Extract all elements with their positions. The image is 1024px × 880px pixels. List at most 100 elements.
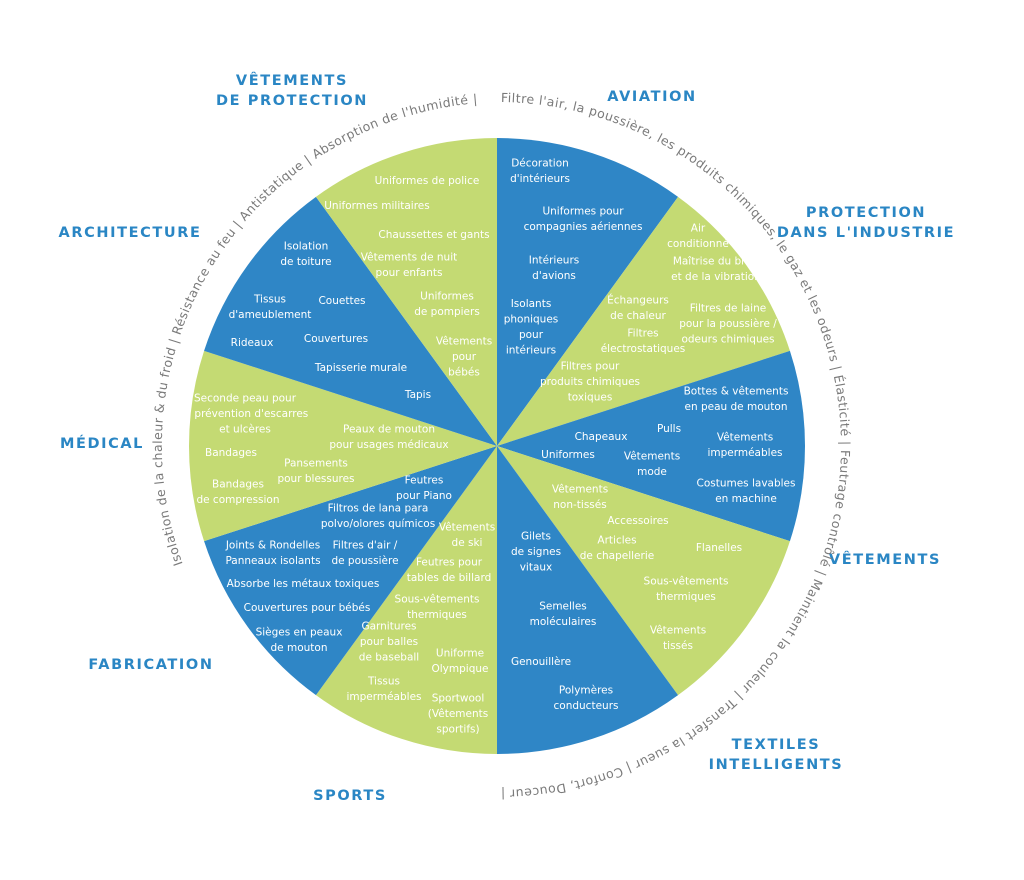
wedge-item-line: Olympique: [432, 663, 489, 675]
wedge-item-label: Uniformes de police: [375, 175, 480, 187]
wedge-textiles-intelligents-4: [497, 446, 679, 754]
wedge-item-line: mode: [637, 466, 667, 478]
wedge-item-line: vitaux: [520, 562, 553, 574]
wedge-item-label: Tapisserie murale: [314, 362, 407, 374]
wedge-item-label: Couettes: [318, 295, 365, 307]
wedge-item-label: Absorbe les métaux toxiques: [227, 578, 380, 590]
wedge-item-line: Air: [691, 222, 706, 234]
category-label-protection-dans-l-industrie: PROTECTION DANS L'INDUSTRIE: [776, 205, 956, 241]
wedge-item-label: Genouillère: [511, 656, 571, 668]
wedge-vetements-2: [497, 350, 806, 542]
wedge-item-line: Uniformes de police: [375, 175, 480, 187]
wedge-item-line: polvo/olores químicos: [321, 518, 435, 530]
wedge-item-line: Absorbe les métaux toxiques: [227, 578, 380, 590]
wedge-item-line: thermiques: [407, 609, 467, 621]
wedge-item-line: Vêtements: [552, 483, 608, 495]
wedge-item-line: de pompiers: [414, 306, 480, 318]
wedge-item-line: Décoration: [511, 157, 569, 169]
wedge-item-label: Bandages: [205, 447, 257, 459]
wedge-item-line: Joints & Rondelles: [225, 539, 320, 551]
wedge-vetements-3: [497, 446, 790, 696]
wedge-vetements-de-protection-9: [315, 138, 497, 446]
wedge-item-line: phoniques: [504, 313, 559, 325]
wedge-item-line: Panneaux isolants: [225, 555, 320, 567]
wedge-item-line: Feutres pour: [416, 556, 483, 568]
wedge-item-line: pour la poussière /: [679, 318, 777, 330]
category-label-vetements: VÊTEMENTS: [828, 552, 942, 568]
wedge-item-line: Vêtements: [717, 431, 773, 443]
wedge-item-line: moléculaires: [530, 616, 597, 628]
wedge-item-line: de chaleur: [610, 310, 666, 322]
wedge-item-line: compagnies aériennes: [524, 221, 643, 233]
wedge-item-label: Tapis: [404, 389, 431, 401]
wedge-item-line: Bottes & vêtements: [684, 385, 789, 397]
wedge-item-line: (Vêtements: [428, 708, 488, 720]
wedge-item-label: Uniformes pour compagnies aériennes: [524, 205, 643, 233]
wedge-item-line: Isolants: [511, 298, 552, 310]
wedge-item-label: Maîtrise du bruit et de la vibration: [671, 255, 761, 283]
wedge-item-line: intérieurs: [506, 344, 556, 356]
wedge-item-line: Filtres: [627, 327, 658, 339]
wedge-item-line: et ulcères: [219, 424, 271, 436]
wedge-item-line: Accessoires: [607, 515, 668, 527]
wedge-item-line: Chaussettes et gants: [378, 229, 489, 241]
wedge-item-line: Pulls: [657, 423, 681, 435]
wedge-item-label: Flanelles: [696, 542, 742, 554]
wedge-item-label: Accessoires: [607, 515, 668, 527]
wedge-item-line: Vêtements: [439, 521, 495, 533]
wedge-item-line: Peaux de mouton: [343, 423, 435, 435]
wedge-protection-dans-l-industrie-1: [497, 196, 790, 446]
wedge-item-line: de mouton: [271, 642, 328, 654]
wedge-medical-7: [188, 350, 497, 542]
wedge-item-line: Maîtrise du bruit: [673, 255, 759, 267]
wedge-item-line: Uniformes pour: [542, 205, 624, 217]
wedge-item-line: Couettes: [318, 295, 365, 307]
wedge-item-line: Genouillère: [511, 656, 571, 668]
wedge-item-label: Couvertures: [304, 333, 368, 345]
wedge-item-line: et de la vibration: [671, 271, 761, 283]
wedge-item-label: Rideaux: [231, 337, 274, 349]
wedge-item-line: la prévention d'escarres: [182, 408, 309, 420]
wedge-item-label: Seconde peau pour la prévention d'escarre…: [182, 393, 309, 436]
wedge-item-line: imperméables: [707, 447, 782, 459]
wedge-item-label: Pulls: [657, 423, 681, 435]
wedge-item-line: Uniformes: [420, 290, 474, 302]
wedge-item-line: en peau de mouton: [685, 401, 788, 413]
wedge-item-line: d'avions: [532, 270, 576, 282]
wedge-item-label: Chaussettes et gants: [378, 229, 489, 241]
wedge-item-line: Bandages: [212, 478, 264, 490]
wedge-item-line: produits chimiques: [540, 376, 640, 388]
wedge-item-line: Filtros de lana para: [328, 502, 429, 514]
wedge-item-line: Filtres d'air /: [333, 539, 398, 551]
wedge-item-line: Feutres: [405, 474, 444, 486]
wedge-item-line: pour enfants: [376, 267, 443, 279]
wedge-item-line: pour: [519, 329, 544, 341]
category-label-architecture: ARCHITECTURE: [58, 225, 202, 241]
wedge-item-label: Isolants phoniques pour intérieurs: [504, 298, 559, 357]
wedge-item-label: Filtros de lana para polvo/olores químico…: [321, 502, 435, 530]
wedge-item-line: Articles: [597, 534, 636, 546]
wedge-item-line: Pansements: [284, 457, 348, 469]
category-label-textiles-intelligents: TEXTILES INTELLIGENTS: [708, 737, 844, 773]
wedge-item-line: de compression: [196, 494, 279, 506]
wedge-item-line: Garnitures: [361, 621, 416, 633]
wedge-item-line: Filtres pour: [561, 361, 620, 373]
wedge-item-label: Uniformes: [541, 449, 595, 461]
wedge-item-line: Seconde peau pour: [194, 393, 297, 405]
wedge-item-line: Polymères: [559, 684, 613, 696]
wedge-item-line: conditionné: [667, 238, 729, 250]
